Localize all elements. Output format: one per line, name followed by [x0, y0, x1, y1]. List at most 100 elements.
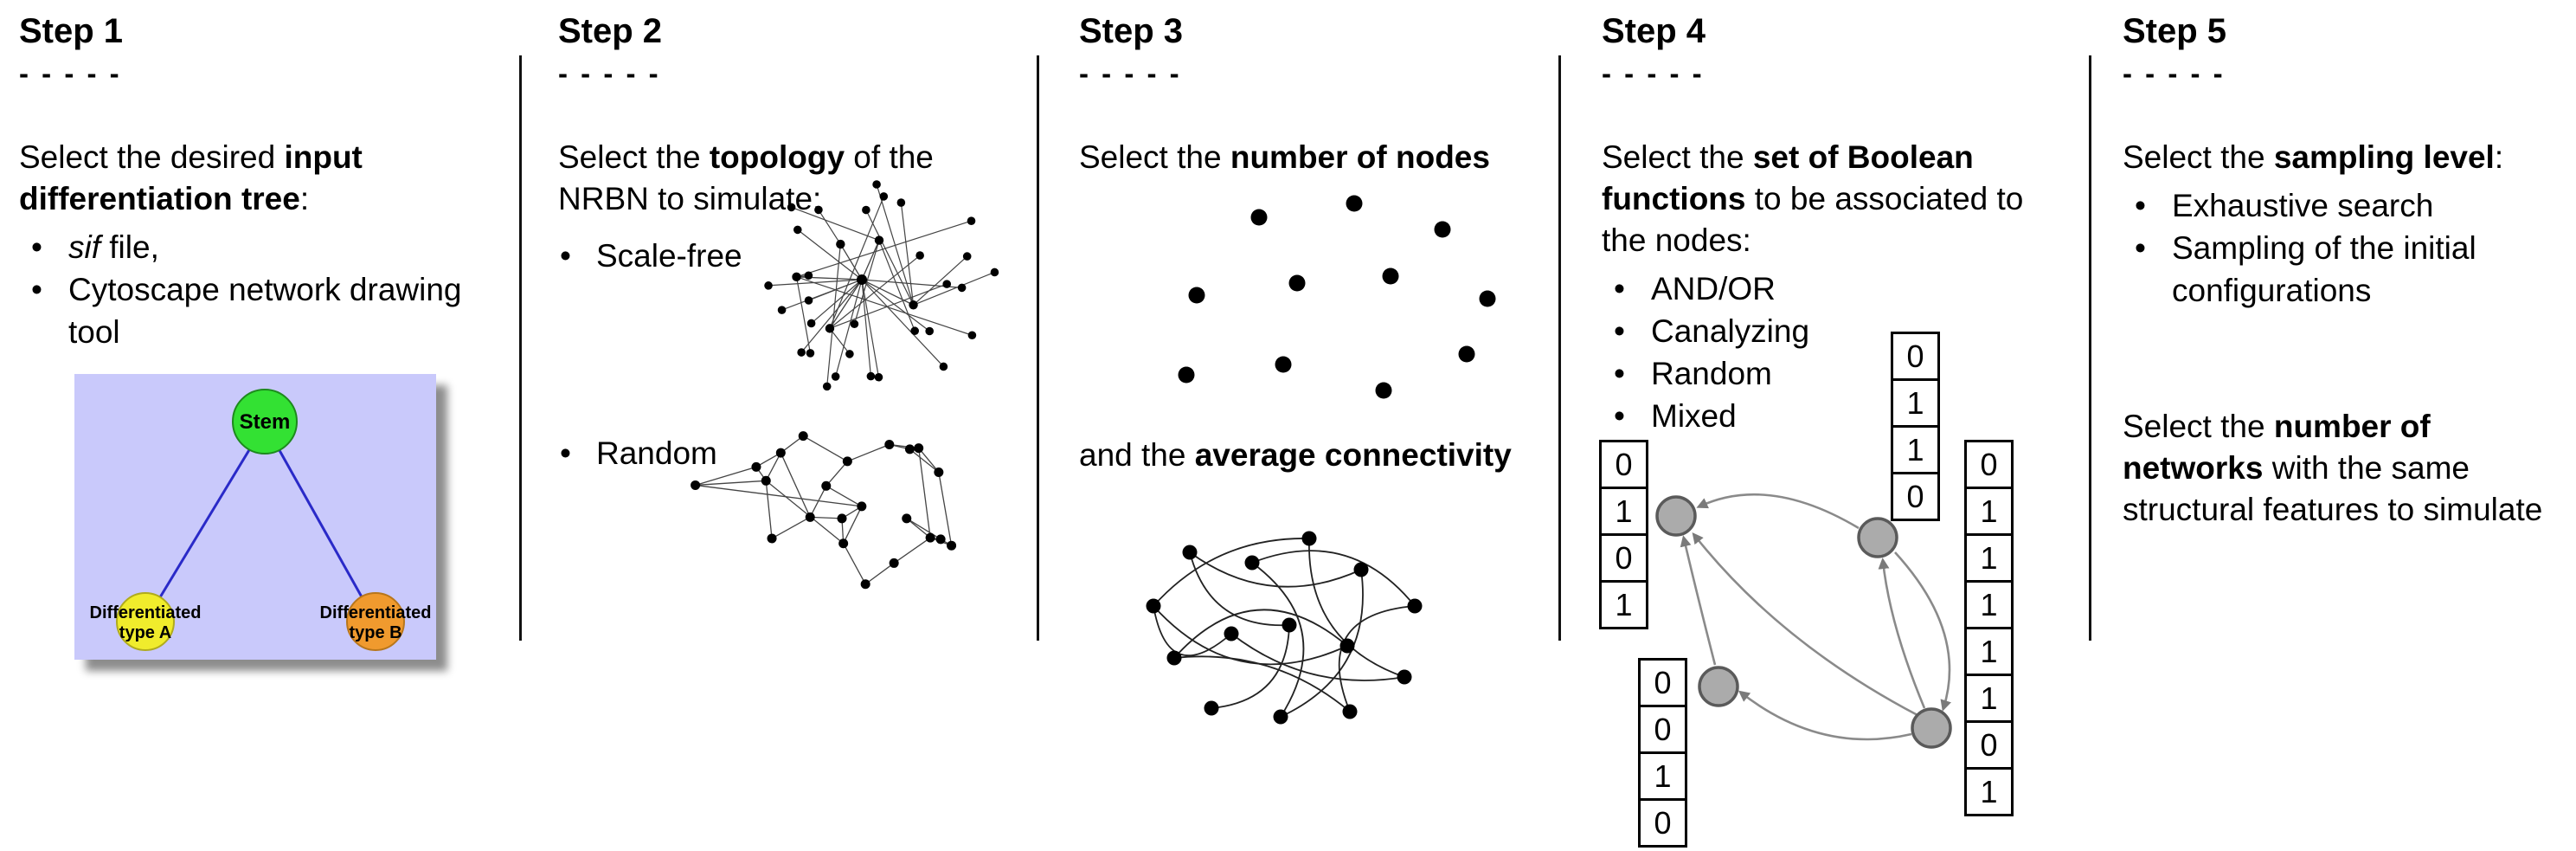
stem-node — [232, 389, 298, 455]
intro-text: to be associated to the nodes: — [1602, 181, 2024, 259]
bullet-sampling-configurations: Sampling of the initial configurations — [2123, 228, 2576, 313]
bullet-canalyzing: Canalyzing — [1602, 311, 2089, 353]
network-node — [1655, 495, 1697, 537]
edge-n3-n1 — [1680, 535, 1717, 666]
intro-bold: topology — [709, 139, 845, 175]
truth-table-cell: 1 — [1638, 751, 1687, 801]
differentiation-tree-svg: Stem Differentiated type A Differentiate… — [74, 374, 436, 660]
step-5-networks-text: Select the number of networks with the s… — [2123, 406, 2569, 531]
step-3-connectivity-text: and the average connectivity — [1079, 435, 1512, 476]
step-3-panel: Step 3 - - - - - Select the number of no… — [1039, 0, 1558, 851]
intro-text: Select the — [2123, 139, 2274, 175]
step-1-intro: Select the desired input differentiation… — [19, 137, 469, 220]
intro-text: Select the — [1602, 139, 1753, 175]
type-a-label-line2: type A — [119, 623, 171, 642]
type-a-node — [116, 592, 175, 651]
type-b-label-line2: type B — [349, 623, 401, 642]
step-2-panel: Step 2 - - - - - Select the topology of … — [522, 0, 1037, 851]
network-node — [1857, 517, 1898, 558]
edge-n4-n3 — [1738, 690, 1912, 741]
edge-n4-n1 — [1692, 532, 1918, 717]
intro-text: Select the — [558, 139, 710, 175]
step-5-bullets: Exhaustive search Sampling of the initia… — [2123, 185, 2576, 312]
boolean-network-illustration — [1655, 493, 1952, 749]
step-3-title: Step 3 — [1079, 12, 1184, 50]
step-2-dashes: - - - - - — [558, 57, 661, 89]
column-divider — [519, 55, 522, 641]
network-node — [1911, 707, 1952, 749]
para2-text: with the same structural features to sim… — [2123, 449, 2543, 527]
truth-table-cell: 1 — [1964, 487, 2014, 536]
step-5-intro: Select the sampling level: — [2123, 137, 2576, 178]
truth-table-cell: 1 — [1599, 487, 1648, 536]
truth-table-cell: 1 — [1964, 674, 2014, 723]
intro-bold: input differentiation tree — [19, 139, 363, 217]
type-b-node — [346, 592, 405, 651]
truth-table-cell: 0 — [1891, 332, 1940, 381]
bullet-exhaustive-search: Exhaustive search — [2123, 185, 2576, 228]
truth-table-cell: 0 — [1964, 440, 2014, 489]
bullet-cytoscape: Cytoscape network drawing tool — [19, 269, 511, 354]
network-node — [1698, 666, 1739, 707]
column-divider — [1037, 55, 1039, 641]
stem-node-label: Stem — [240, 410, 291, 434]
truth-table-cell: 1 — [1891, 378, 1940, 428]
para2-text: Select the — [2123, 408, 2274, 444]
truth-table-cell: 1 — [1964, 767, 2014, 816]
tree-edge-a — [144, 423, 267, 622]
intro-text: : — [299, 181, 310, 217]
intro-bold: set of Boolean functions — [1602, 139, 1974, 217]
type-a-label-line1: Differentiated — [90, 603, 202, 622]
truth-table-cell: 0 — [1638, 798, 1687, 848]
step-1-dashes: - - - - - — [19, 57, 122, 89]
intro-bold: number of nodes — [1230, 139, 1490, 175]
step-1-title: Step 1 — [19, 12, 124, 50]
step-5-title: Step 5 — [2123, 12, 2227, 50]
sif-italic: sif — [68, 229, 100, 266]
column-divider — [2089, 55, 2091, 641]
step-2-title: Step 2 — [558, 12, 663, 50]
step-3-intro: Select the number of nodes — [1079, 137, 1553, 178]
edge-n2-n1 — [1696, 493, 1860, 530]
truth-table-cell: 1 — [1891, 425, 1940, 474]
sif-rest: file, — [100, 229, 159, 266]
para2-bold: number of networks — [2123, 408, 2431, 486]
edge-n2-n4 — [1894, 551, 1951, 712]
step-4-dashes: - - - - - — [1602, 57, 1705, 89]
bullet-and-or: AND/OR — [1602, 268, 2089, 311]
edge-n4-n2 — [1878, 558, 1926, 709]
truth-table-cell: 0 — [1891, 472, 1940, 521]
connectivity-tangle-illustration — [1146, 531, 1423, 725]
scale-free-network-illustration — [764, 180, 999, 391]
step-2-intro: Select the topology of the NRBN to simul… — [558, 137, 1008, 220]
type-b-label-line1: Differentiated — [320, 603, 432, 622]
step-1-bullets: sif file, Cytoscape network drawing tool — [19, 227, 511, 353]
truth-table-cell: 1 — [1599, 580, 1648, 629]
bullet-scale-free: Scale-free — [558, 235, 742, 278]
step-4-title: Step 4 — [1602, 12, 1706, 50]
step-5-panel: Step 5 - - - - - Select the sampling lev… — [2091, 0, 2576, 851]
nodes-dots-illustration — [1178, 195, 1496, 399]
truth-table-cell: 0 — [1599, 440, 1648, 489]
intro-text: Select the desired — [19, 139, 285, 175]
bullet-random: Random — [558, 433, 717, 475]
step-1-panel: Step 1 - - - - - Select the desired inpu… — [0, 0, 519, 851]
truth-table-cell: 0 — [1638, 705, 1687, 754]
truth-table-cell: 0 — [1599, 533, 1648, 583]
bullet-mixed: Mixed — [1602, 396, 2089, 438]
step-3-dashes: - - - - - — [1079, 57, 1182, 89]
bullet-random-functions: Random — [1602, 353, 2089, 396]
tree-edge-b — [263, 423, 377, 622]
intro-text: : — [2494, 139, 2504, 175]
mid-bold: average connectivity — [1194, 437, 1512, 473]
step-4-panel: Step 4 - - - - - Select the set of Boole… — [1561, 0, 2089, 851]
mid-text: and the — [1079, 437, 1195, 473]
truth-table-cell: 1 — [1964, 533, 2014, 583]
intro-text: of the NRBN to simulate: — [558, 139, 934, 217]
intro-bold: sampling level — [2273, 139, 2495, 175]
